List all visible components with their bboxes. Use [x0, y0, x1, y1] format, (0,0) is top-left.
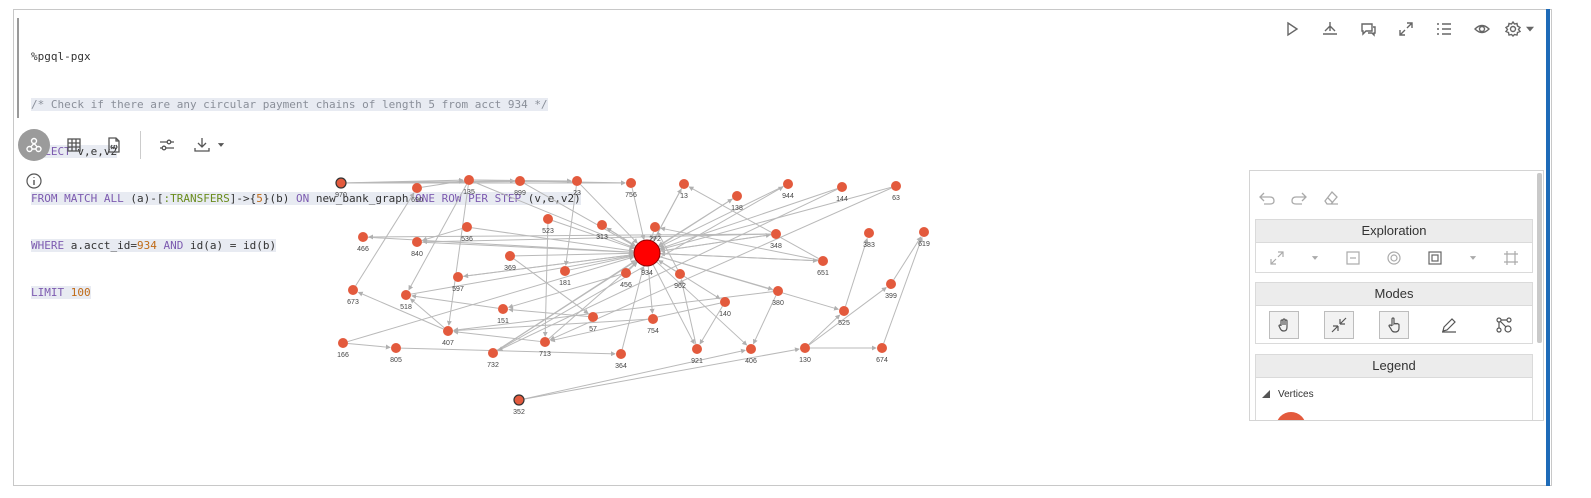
edit-icon — [1442, 317, 1457, 333]
list-icon — [1437, 23, 1451, 35]
from-pattern-c: }(b) — [262, 191, 296, 205]
select-rest: v,e,v2 — [70, 144, 118, 158]
run-icon — [1287, 21, 1299, 37]
limit-keyword: LIMIT — [31, 285, 65, 299]
json-icon — [108, 137, 120, 153]
pointer-hand-icon — [1388, 316, 1400, 333]
chevron-down-icon[interactable] — [1310, 250, 1320, 266]
code-editor[interactable]: %pgql-pgx /* Check if there are any circ… — [17, 18, 1252, 299]
shrink-mode-button[interactable] — [1323, 310, 1354, 339]
edit-mode-button[interactable] — [1434, 311, 1464, 339]
paragraph-toolbar — [1273, 18, 1539, 40]
download-button[interactable] — [187, 129, 233, 161]
pan-mode-button[interactable] — [1268, 310, 1299, 339]
hand-icon — [1277, 317, 1288, 332]
where-cond-b: id(a) = id(b) — [183, 238, 277, 252]
expand-button[interactable] — [1387, 18, 1425, 40]
settings-sliders-icon — [160, 139, 174, 151]
toolbar-separator — [140, 131, 141, 159]
download-icon — [194, 138, 210, 152]
legend-body: Vertices — [1255, 378, 1533, 420]
collapse-triangle-icon[interactable] — [1262, 390, 1270, 398]
one-row-per-step-keyword: ONE ROW PER STEP — [415, 191, 522, 205]
settings-sliders-button[interactable] — [147, 129, 187, 161]
exploration-header[interactable]: Exploration — [1255, 219, 1533, 243]
graph-side-panel: Exploration Modes Legend Vertices — [1249, 170, 1544, 421]
code-line-limit: LIMIT 100 — [31, 285, 1252, 301]
collapse-icon[interactable] — [1345, 250, 1361, 266]
focus-icon[interactable] — [1386, 250, 1402, 266]
where-keyword: WHERE — [31, 238, 65, 252]
table-icon — [67, 138, 81, 152]
gear-icon — [1505, 21, 1521, 37]
from-pattern-a: (a)-[ — [123, 191, 164, 205]
visibility-button[interactable] — [1463, 18, 1501, 40]
expand-neighbors-icon[interactable] — [1269, 250, 1285, 266]
history-controls — [1258, 189, 1340, 207]
from-keyword: FROM MATCH ALL — [31, 191, 124, 205]
graph-view-icon — [26, 137, 42, 153]
and-keyword: AND — [156, 238, 184, 252]
code-line-from: FROM MATCH ALL (a)-[:TRANSFERS]->{5}(b) … — [31, 191, 1252, 207]
expand-icon — [1399, 22, 1413, 36]
comments-button[interactable] — [1349, 18, 1387, 40]
edge-label-text: :TRANSFERS — [163, 191, 230, 205]
chevron-down-icon — [1525, 26, 1535, 32]
exploration-tools — [1255, 243, 1533, 273]
modes-header[interactable]: Modes — [1255, 282, 1533, 306]
panel-scrollbar[interactable] — [1537, 173, 1542, 343]
ungroup-icon[interactable] — [1503, 250, 1519, 266]
code-line-comment: /* Check if there are any circular payme… — [31, 97, 1252, 113]
undo-icon[interactable] — [1258, 189, 1276, 207]
group-icon[interactable] — [1427, 250, 1443, 266]
shrink-icon — [1331, 317, 1347, 332]
comment-text: /* Check if there are any circular payme… — [31, 97, 548, 111]
graph-name-text: new_bank_graph — [309, 191, 416, 205]
network-mode-button[interactable] — [1489, 311, 1519, 339]
path-length-number: 5 — [256, 191, 263, 205]
chevron-down-icon[interactable] — [1468, 250, 1478, 266]
info-icon[interactable] — [26, 173, 42, 189]
vertices-label: Vertices — [1278, 389, 1314, 400]
legend-header[interactable]: Legend — [1255, 354, 1533, 378]
table-view-button[interactable] — [54, 129, 94, 161]
comments-icon — [1361, 23, 1376, 37]
graph-hierarchy-button[interactable] — [1311, 18, 1349, 40]
run-button[interactable] — [1273, 18, 1311, 40]
select-mode-button[interactable] — [1378, 310, 1409, 339]
redo-icon[interactable] — [1290, 189, 1308, 207]
result-toolbar — [18, 129, 233, 161]
modes-tools — [1255, 306, 1533, 344]
where-cond-a: a.acct_id= — [64, 238, 137, 252]
eraser-icon[interactable] — [1322, 189, 1340, 207]
active-paragraph-indicator — [1546, 9, 1550, 486]
from-pattern-e: (v,e,v2) — [521, 191, 581, 205]
limit-number: 100 — [64, 285, 91, 299]
graph-view-button[interactable] — [18, 129, 50, 161]
acct-id-number: 934 — [136, 238, 157, 252]
from-pattern-b: ]->{ — [229, 191, 257, 205]
list-button[interactable] — [1425, 18, 1463, 40]
network-icon — [1496, 316, 1512, 333]
eye-icon — [1474, 24, 1490, 34]
code-line-magic: %pgql-pgx — [31, 49, 1252, 65]
json-view-button[interactable] — [94, 129, 134, 161]
vertex-legend-swatch[interactable] — [1276, 412, 1306, 420]
graph-hierarchy-icon — [1323, 22, 1337, 35]
chevron-down-icon — [217, 143, 225, 147]
settings-button[interactable] — [1501, 18, 1539, 40]
magic-text: %pgql-pgx — [31, 50, 91, 64]
on-keyword: ON — [295, 191, 310, 205]
code-line-where: WHERE a.acct_id=934 AND id(a) = id(b) — [31, 238, 1252, 254]
